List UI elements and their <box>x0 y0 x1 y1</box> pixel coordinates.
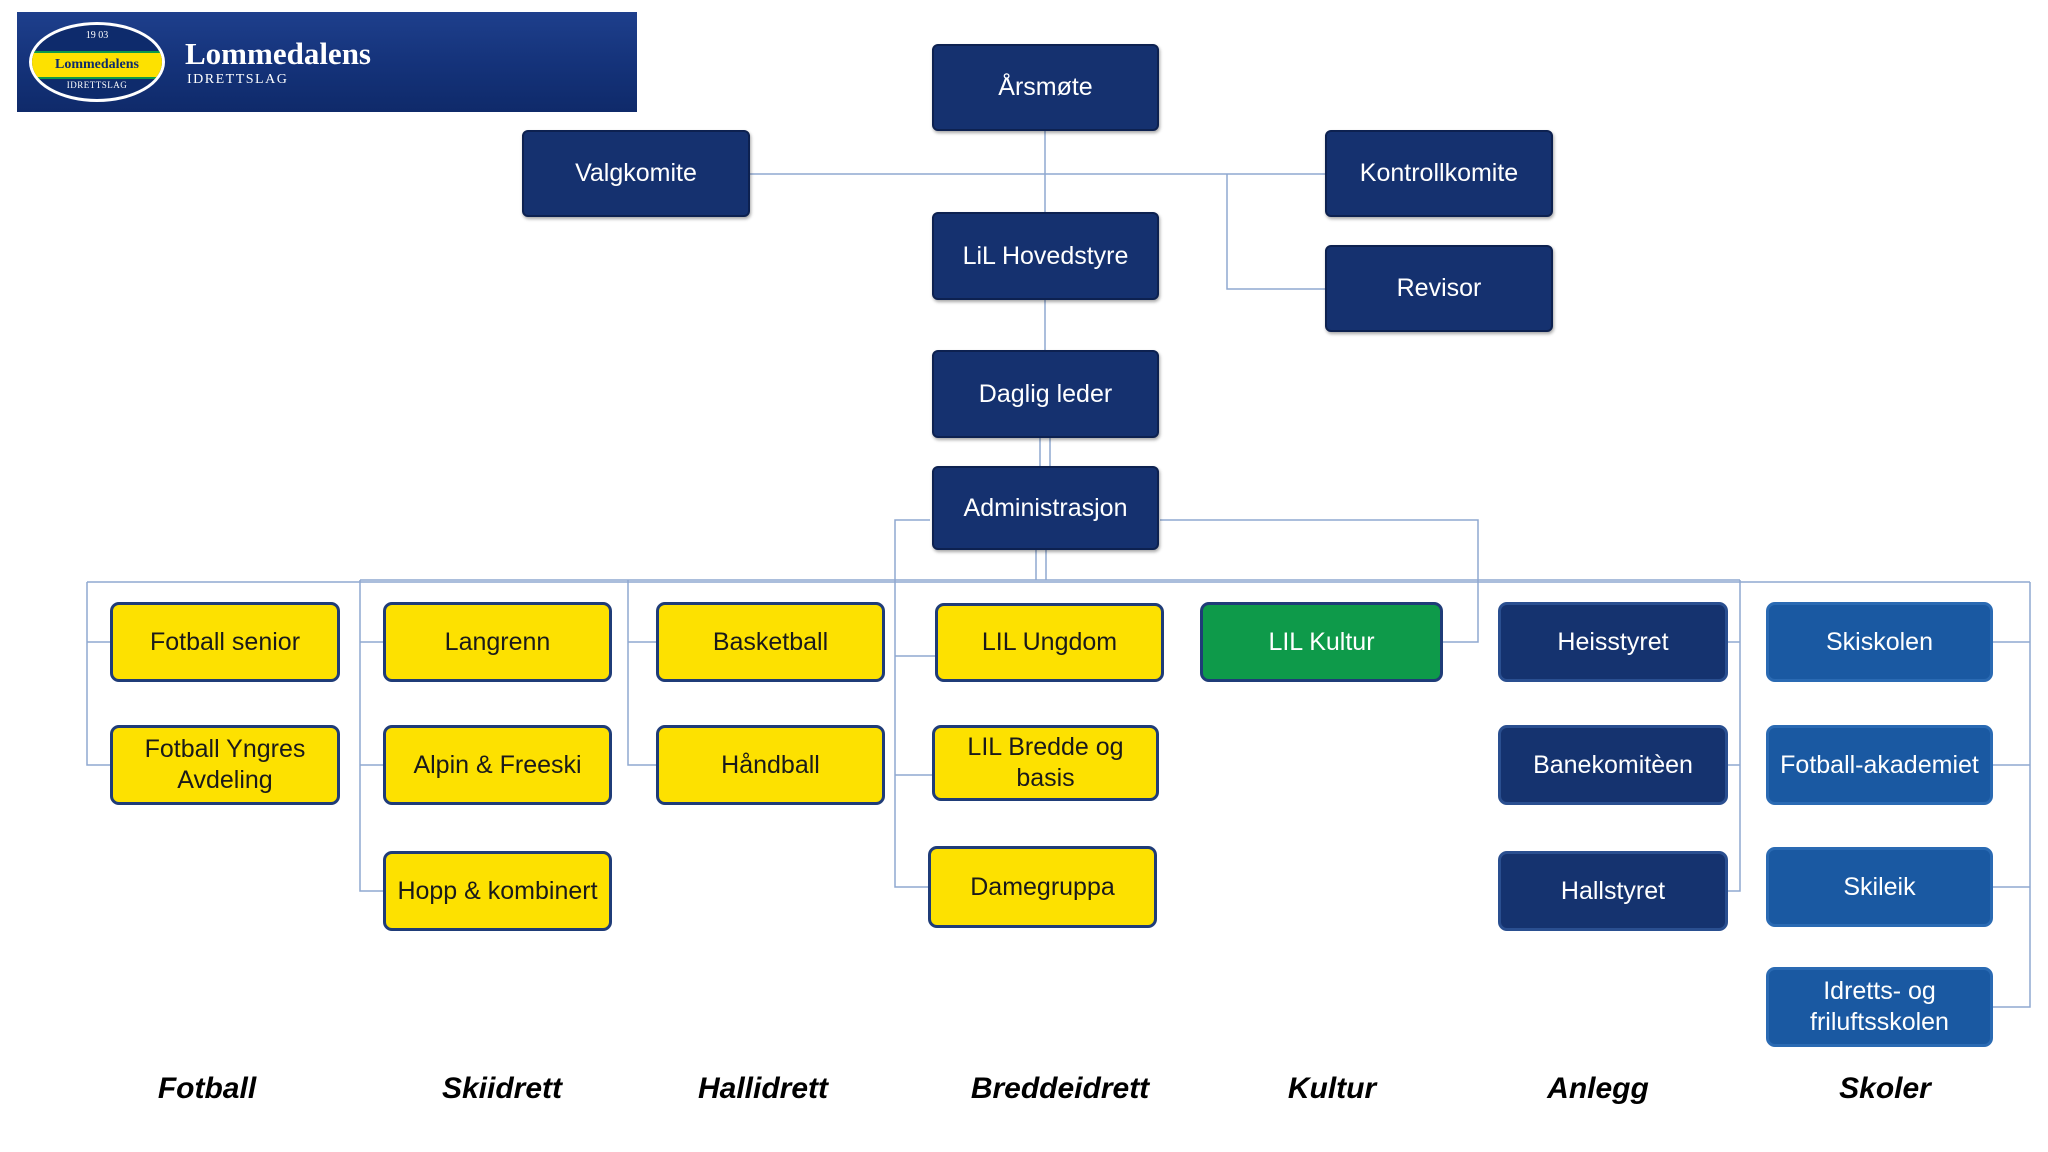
node-alpin-freeski: Alpin & Freeski <box>383 725 612 805</box>
header-banner: 19 03 Lommedalens IDRETTSLAG Lommedalens… <box>17 12 637 112</box>
category-skiidrett: Skiidrett <box>441 1072 563 1105</box>
node-fotball-yngres: Fotball Yngres Avdeling <box>110 725 340 805</box>
node-heisstyret: Heisstyret <box>1498 602 1728 682</box>
node-langrenn: Langrenn <box>383 602 612 682</box>
node-valgkomite: Valgkomite <box>522 130 750 217</box>
logo-name: Lommedalens <box>32 51 162 79</box>
node-idretts-friluftsskolen: Idretts- og friluftsskolen <box>1766 967 1993 1047</box>
category-fotball: Fotball <box>157 1072 257 1105</box>
node-handball: Håndball <box>656 725 885 805</box>
node-skileik: Skileik <box>1766 847 1993 927</box>
category-anlegg: Anlegg <box>1547 1072 1649 1105</box>
node-fotball-akademiet: Fotball-akademiet <box>1766 725 1993 805</box>
node-lil-kultur: LIL Kultur <box>1200 602 1443 682</box>
node-hallstyret: Hallstyret <box>1498 851 1728 931</box>
node-daglig-leder: Daglig leder <box>932 350 1159 438</box>
node-skiskolen: Skiskolen <box>1766 602 1993 682</box>
category-breddeidrett: Breddeidrett <box>970 1072 1150 1105</box>
category-skoler: Skoler <box>1839 1072 1931 1105</box>
node-banekomiteen: Banekomitèen <box>1498 725 1728 805</box>
node-basketball: Basketball <box>656 602 885 682</box>
club-subtitle: IDRETTSLAG <box>187 72 289 87</box>
node-hopp-kombinert: Hopp & kombinert <box>383 851 612 931</box>
node-administrasjon: Administrasjon <box>932 466 1159 550</box>
node-lil-ungdom: LIL Ungdom <box>935 603 1164 682</box>
category-hallidrett: Hallidrett <box>697 1072 829 1105</box>
logo-subtitle: IDRETTSLAG <box>66 80 128 90</box>
node-fotball-senior: Fotball senior <box>110 602 340 682</box>
node-hovedstyre: LiL Hovedstyre <box>932 212 1159 300</box>
category-kultur: Kultur <box>1287 1072 1377 1105</box>
logo-year: 19 03 <box>85 30 109 41</box>
node-arsmote: Årsmøte <box>932 44 1159 131</box>
node-kontrollkomite: Kontrollkomite <box>1325 130 1553 217</box>
club-logo: 19 03 Lommedalens IDRETTSLAG <box>29 22 165 102</box>
node-lil-bredde-basis: LIL Bredde og basis <box>932 725 1159 801</box>
node-revisor: Revisor <box>1325 245 1553 332</box>
club-title: Lommedalens <box>185 36 371 71</box>
node-damegruppa: Damegruppa <box>928 846 1157 928</box>
